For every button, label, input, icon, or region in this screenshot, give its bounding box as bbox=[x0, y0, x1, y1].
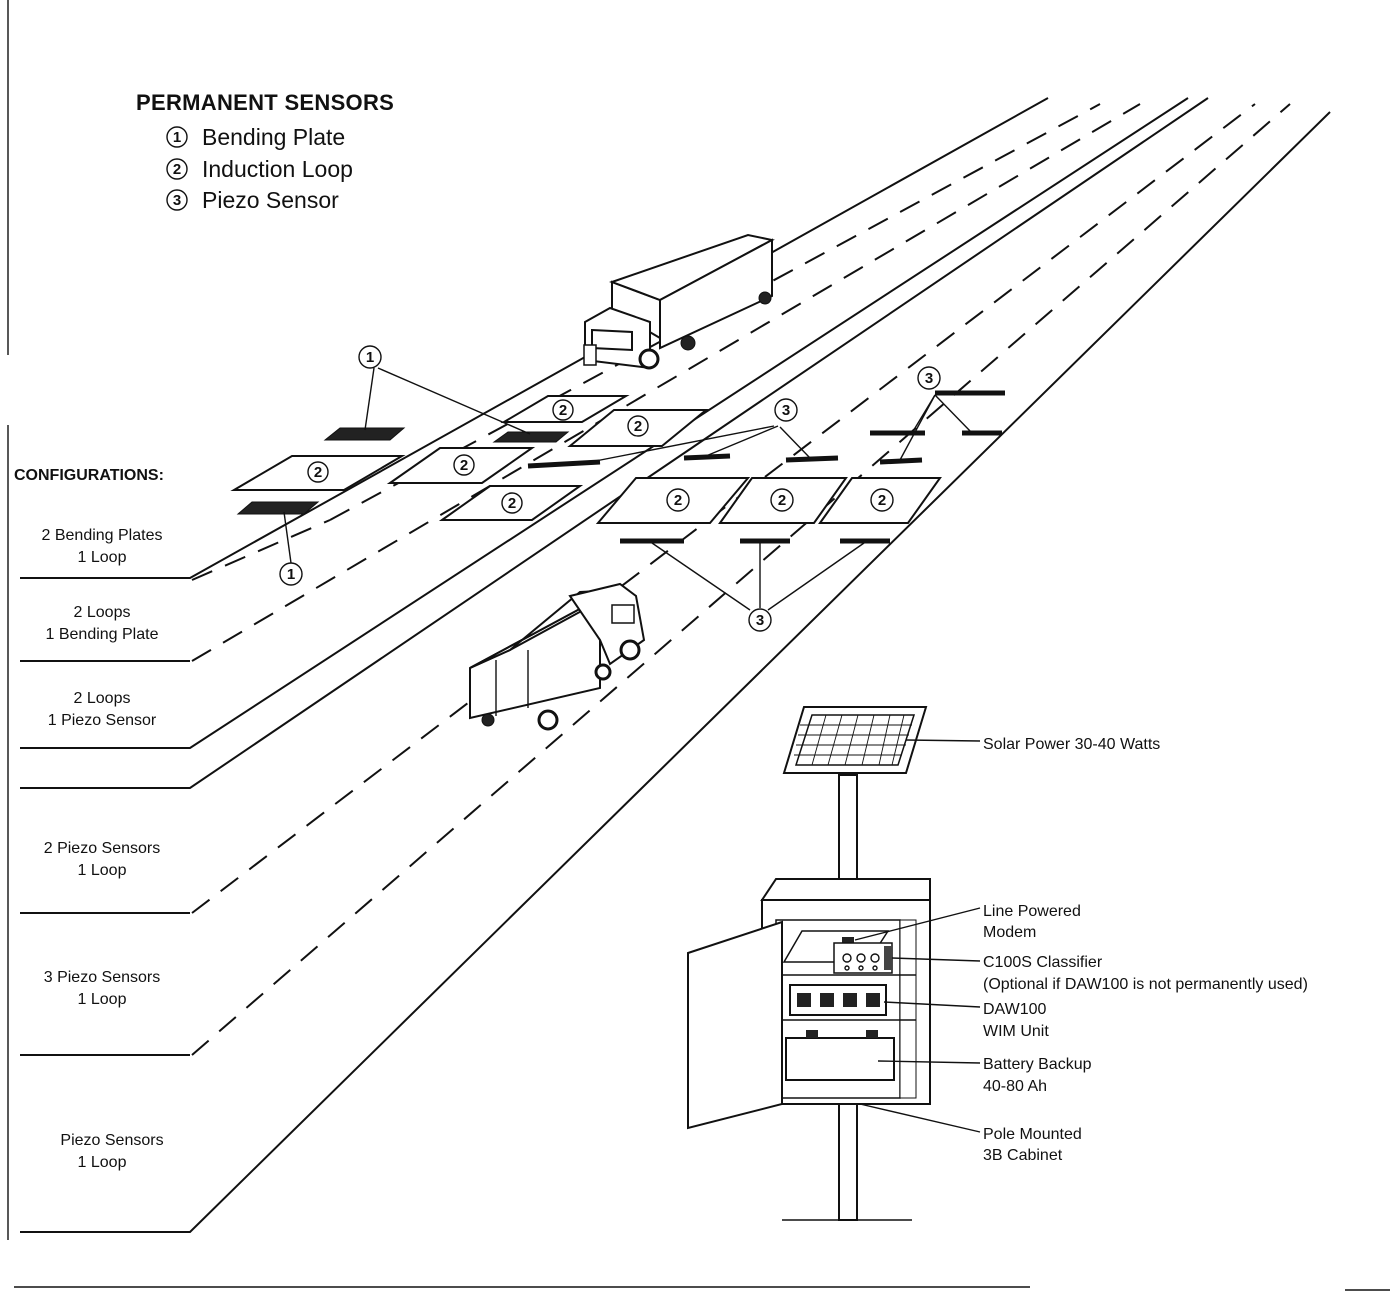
configurations: CONFIGURATIONS: 2 Bending Plates 1 Loop … bbox=[14, 467, 164, 1171]
induction-loop: 2 bbox=[230, 455, 406, 491]
config-line-1: 2 Piezo Sensors bbox=[44, 840, 161, 857]
callout-circle-icon bbox=[166, 189, 188, 211]
label-battery-line1: Battery Backup bbox=[983, 1056, 1092, 1073]
bending-plate bbox=[492, 431, 570, 443]
road-dashed-lines bbox=[20, 103, 1291, 1056]
label-battery-line2: 40-80 Ah bbox=[983, 1078, 1047, 1095]
truck-lower-icon bbox=[469, 582, 646, 731]
legend-label: Induction Loop bbox=[202, 156, 353, 182]
config-line-1: 2 Loops bbox=[74, 690, 131, 707]
loop-number: 2 bbox=[508, 495, 516, 512]
truck-upper-icon bbox=[583, 233, 775, 370]
piezo-callout-upper-right: 3 bbox=[899, 366, 973, 461]
cabinet-door bbox=[687, 920, 783, 1130]
legend-title: PERMANENT SENSORS bbox=[136, 90, 394, 115]
config-line-1: 3 Piezo Sensors bbox=[44, 969, 161, 986]
piezo-number: 3 bbox=[925, 370, 933, 387]
bending-plate bbox=[236, 501, 320, 515]
induction-loop: 2 bbox=[818, 477, 942, 524]
piezo-callout-upper-mid: 3 bbox=[579, 398, 811, 465]
config-row: 2 Piezo Sensors 1 Loop bbox=[44, 840, 161, 879]
solar-panel-icon bbox=[782, 706, 928, 774]
plate-number: 1 bbox=[287, 566, 295, 583]
legend-number: 3 bbox=[173, 192, 181, 209]
piezo-number: 3 bbox=[782, 402, 790, 419]
bending-plates: 1 1 bbox=[236, 345, 570, 586]
legend-item-piezo-sensor: 3 Piezo Sensor bbox=[166, 187, 339, 213]
legend-item-bending-plate: 1 Bending Plate bbox=[166, 124, 345, 150]
config-line-1: 2 Bending Plates bbox=[42, 527, 163, 544]
config-row: 2 Bending Plates 1 Loop bbox=[42, 527, 163, 566]
legend-number: 1 bbox=[173, 129, 181, 146]
induction-loop: 2 bbox=[595, 477, 751, 524]
config-row: 2 Loops 1 Piezo Sensor bbox=[48, 690, 157, 729]
callout-circle-icon bbox=[166, 158, 188, 180]
induction-loop: 2 bbox=[567, 409, 709, 447]
legend-number: 2 bbox=[173, 161, 181, 178]
loop-number: 2 bbox=[878, 492, 886, 509]
config-line-2: 1 Loop bbox=[78, 991, 127, 1008]
bending-plate-callout-top: 1 bbox=[358, 345, 531, 435]
label-solar-power: Solar Power 30-40 Watts bbox=[983, 736, 1160, 753]
pole-upper bbox=[838, 774, 858, 880]
label-modem-line1: Line Powered bbox=[983, 903, 1081, 920]
config-line-2: 1 Loop bbox=[78, 549, 127, 566]
label-cabinet-line1: Pole Mounted bbox=[983, 1126, 1082, 1143]
config-row: Piezo Sensors 1 Loop bbox=[60, 1132, 163, 1171]
loop-number: 2 bbox=[314, 464, 322, 481]
callout-circle-icon bbox=[166, 126, 188, 148]
config-line-2: 1 Loop bbox=[78, 862, 127, 879]
legend-label: Bending Plate bbox=[202, 124, 345, 150]
bending-plate-callout-bottom: 1 bbox=[279, 511, 303, 586]
classifier-icon bbox=[833, 942, 893, 974]
legend-label: Piezo Sensor bbox=[202, 187, 339, 213]
induction-loop: 2 bbox=[438, 485, 584, 521]
configurations-title: CONFIGURATIONS: bbox=[14, 467, 164, 484]
config-line-2: 1 Bending Plate bbox=[46, 626, 159, 643]
config-line-1: 2 Loops bbox=[74, 604, 131, 621]
piezo-callout-lower: 3 bbox=[651, 542, 865, 632]
legend-item-induction-loop: 2 Induction Loop bbox=[166, 156, 353, 182]
label-classifier-line1: C100S Classifier bbox=[983, 954, 1103, 971]
loop-number: 2 bbox=[778, 492, 786, 509]
component-labels: Solar Power 30-40 Watts Line Powered Mod… bbox=[983, 736, 1308, 1164]
label-daw100-line2: WIM Unit bbox=[983, 1023, 1049, 1040]
induction-loop: 2 bbox=[500, 395, 630, 423]
legend: PERMANENT SENSORS 1 Bending Plate 2 Indu… bbox=[136, 90, 394, 213]
config-row: 3 Piezo Sensors 1 Loop bbox=[44, 969, 161, 1008]
induction-loop: 2 bbox=[386, 447, 536, 484]
config-row: 2 Loops 1 Bending Plate bbox=[46, 604, 159, 643]
piezo-sensors: 3 3 3 bbox=[527, 366, 1005, 632]
loop-number: 2 bbox=[634, 418, 642, 435]
bending-plate bbox=[323, 427, 406, 441]
daw100-unit-icon bbox=[789, 984, 887, 1016]
label-cabinet-line2: 3B Cabinet bbox=[983, 1147, 1063, 1164]
config-line-1: Piezo Sensors bbox=[60, 1132, 163, 1149]
induction-loops: 2 2 2 2 2 2 2 2 bbox=[230, 395, 942, 524]
plate-number: 1 bbox=[366, 349, 374, 366]
page-frame bbox=[7, 0, 1390, 1291]
induction-loop: 2 bbox=[718, 477, 848, 524]
label-classifier-line2: (Optional if DAW100 is not permanently u… bbox=[983, 976, 1308, 993]
piezo-number: 3 bbox=[756, 612, 764, 629]
component-leaders bbox=[854, 739, 981, 1133]
battery-icon bbox=[785, 1030, 895, 1081]
loop-number: 2 bbox=[559, 402, 567, 419]
roadside-cabinet: Solar Power 30-40 Watts Line Powered Mod… bbox=[687, 706, 1308, 1221]
loop-number: 2 bbox=[460, 457, 468, 474]
config-line-2: 1 Loop bbox=[78, 1154, 127, 1171]
config-line-2: 1 Piezo Sensor bbox=[48, 712, 157, 729]
label-daw100-line1: DAW100 bbox=[983, 1001, 1047, 1018]
loop-number: 2 bbox=[674, 492, 682, 509]
label-modem-line2: Modem bbox=[983, 924, 1036, 941]
pole-lower bbox=[838, 1103, 858, 1221]
